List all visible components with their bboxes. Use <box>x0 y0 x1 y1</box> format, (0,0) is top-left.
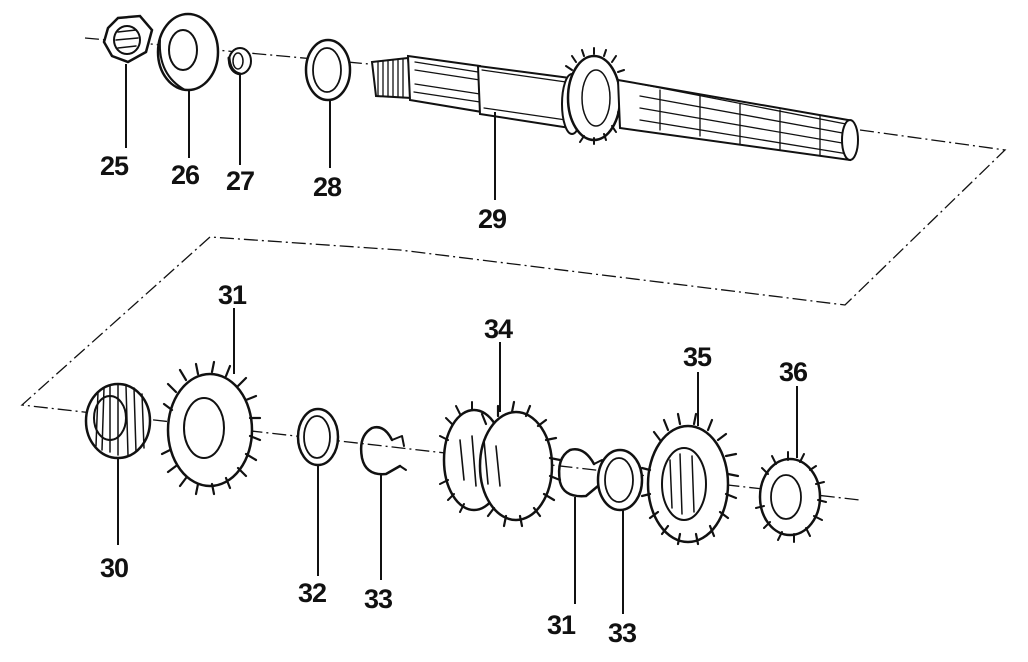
part-36-small-gear <box>755 386 827 543</box>
label-31-circlip: 31 <box>547 610 576 640</box>
label-34: 34 <box>484 314 513 344</box>
label-26: 26 <box>171 160 200 190</box>
label-30: 30 <box>100 553 128 583</box>
label-28: 28 <box>313 172 342 202</box>
part-33-ring-right <box>596 448 644 614</box>
part-33-circlip-left <box>359 426 407 580</box>
part-34-double-gear <box>439 342 562 528</box>
part-27-bush <box>227 47 252 165</box>
part-31-circlip-right <box>557 448 605 604</box>
part-32-ring <box>296 407 340 576</box>
label-33-circlip: 33 <box>364 584 393 614</box>
label-36: 36 <box>779 357 808 387</box>
label-32: 32 <box>298 578 326 608</box>
label-27: 27 <box>226 166 254 196</box>
label-35: 35 <box>683 342 712 372</box>
part-28-shim-ring <box>304 38 352 168</box>
label-31-gear: 31 <box>218 280 247 310</box>
part-30-needle-bearing <box>84 382 152 545</box>
part-25-hex-nut <box>102 14 154 148</box>
part-labels: 25 26 27 28 29 30 31 32 33 34 31 33 35 3… <box>100 151 809 648</box>
part-31-gear-left <box>160 308 262 496</box>
label-33-ring: 33 <box>608 618 637 648</box>
part-35-gear <box>640 372 740 546</box>
label-25: 25 <box>100 151 129 181</box>
label-29: 29 <box>478 204 507 234</box>
part-26-washer <box>156 12 220 158</box>
part-29-main-shaft <box>370 47 859 200</box>
